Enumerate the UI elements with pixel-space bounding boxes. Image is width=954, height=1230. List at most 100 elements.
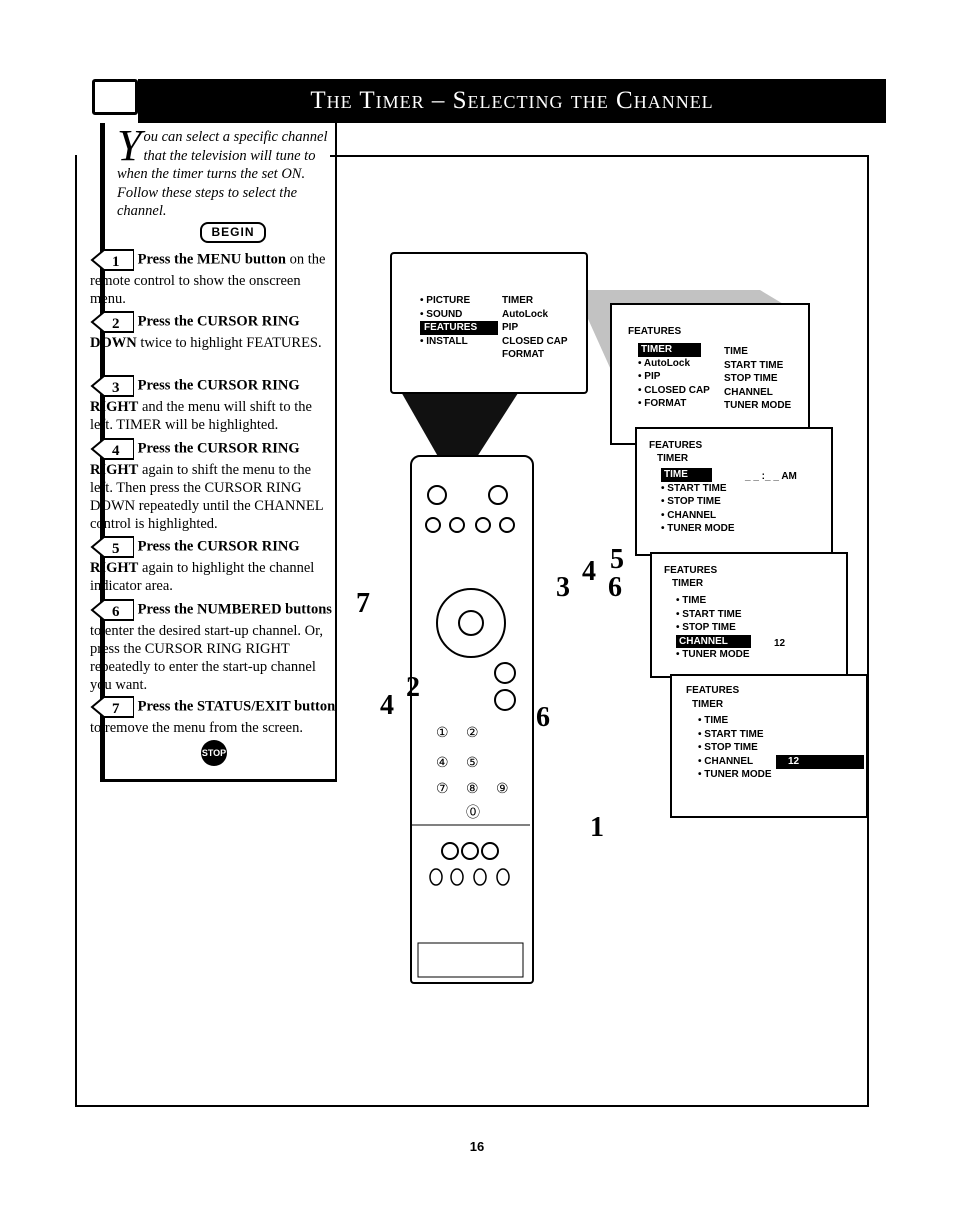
callout-4b: 4 xyxy=(582,556,596,587)
svg-text:7: 7 xyxy=(112,701,120,717)
menu5-item: • STOP TIME xyxy=(698,742,758,753)
step-4: 4 Press the CURSOR RING RIGHT again to s… xyxy=(90,437,336,533)
svg-text:⑧: ⑧ xyxy=(466,780,479,796)
step-1: 1 Press the MENU button on the remote co… xyxy=(90,248,336,308)
menu2-left-list: TIMER • AutoLock • PIP • CLOSED CAP • FO… xyxy=(638,343,710,411)
menu4-list: • TIME • START TIME • STOP TIME CHANNEL … xyxy=(676,594,751,662)
menu1-sub-item: PIP xyxy=(502,322,519,333)
page-number: 16 xyxy=(469,1139,485,1154)
svg-text:②: ② xyxy=(466,724,479,740)
step-2-arrow-icon: 2 xyxy=(90,310,134,334)
header-box-icon xyxy=(92,79,138,115)
menu3-time-value: _ _ :_ _ AM xyxy=(745,471,797,482)
menu5-item: • START TIME xyxy=(698,728,764,740)
step-3: 3 Press the CURSOR RING RIGHT and the me… xyxy=(90,374,336,434)
menu1-right-list: TIMER AutoLock PIP CLOSED CAP FORMAT xyxy=(502,294,568,362)
menu2-sub-item: TIME xyxy=(724,346,748,357)
menu1-item: • PICTURE xyxy=(420,295,471,306)
menu2-item-highlighted: TIMER xyxy=(638,343,701,357)
menu4-item: • TIME xyxy=(676,595,707,606)
callout-2: 2 xyxy=(406,672,420,703)
menu-screen-4: FEATURES TIMER • TIME • START TIME • STO… xyxy=(650,552,848,678)
menu-screen-3: FEATURES TIMER TIME • START TIME • STOP … xyxy=(635,427,833,556)
begin-badge: BEGIN xyxy=(200,222,266,243)
callout-3: 3 xyxy=(556,572,570,603)
remote-buttons: ① ② ④ ⑤ ⑦ ⑧ ⑨ ⓪ xyxy=(410,485,530,978)
menu-screen-5: FEATURES TIMER • TIME • START TIME • STO… xyxy=(670,674,868,818)
svg-text:5: 5 xyxy=(112,541,120,557)
menu-screen-2: FEATURES TIMER • AutoLock • PIP • CLOSED… xyxy=(610,303,810,445)
menu5-item: • CHANNEL xyxy=(698,755,754,767)
menu4-subtitle: TIMER xyxy=(672,578,704,589)
step-5-arrow-icon: 5 xyxy=(90,535,134,559)
menu2-sub-item: CHANNEL xyxy=(724,386,773,398)
callout-6: 6 xyxy=(608,572,622,603)
svg-text:⑤: ⑤ xyxy=(466,754,479,770)
menu-screen-1: • PICTURE • SOUND FEATURES • INSTALL TIM… xyxy=(390,252,588,394)
menu5-title: FEATURES xyxy=(686,685,740,696)
menu2-item: • CLOSED CAP xyxy=(638,384,710,396)
menu3-item: • TUNER MODE xyxy=(661,523,735,534)
step-2-text: twice to highlight FEATURES. xyxy=(136,335,322,351)
step-3-arrow-icon: 3 xyxy=(90,374,134,398)
menu2-right-list: TIME START TIME STOP TIME CHANNEL TUNER … xyxy=(724,345,791,413)
menu5-channel-value-highlighted: 12 xyxy=(776,755,864,769)
menu2-item: • AutoLock xyxy=(638,357,691,369)
page-title: The Timer – Selecting the Channel xyxy=(138,79,886,123)
menu1-left-list: • PICTURE • SOUND FEATURES • INSTALL xyxy=(420,294,498,348)
menu2-item: • FORMAT xyxy=(638,398,687,409)
menu5-item: • TIME xyxy=(698,715,729,726)
menu2-sub-item: TUNER MODE xyxy=(724,400,792,411)
svg-text:⓪: ⓪ xyxy=(466,804,480,820)
callout-7: 7 xyxy=(356,588,370,619)
step-6-text: to enter the desired start-up channel. O… xyxy=(90,623,323,693)
remote-control xyxy=(410,455,534,984)
svg-text:①: ① xyxy=(436,724,449,740)
step-7-text: to remove the menu from the screen. xyxy=(90,720,303,736)
svg-text:④: ④ xyxy=(436,754,449,770)
svg-text:1: 1 xyxy=(112,254,120,270)
step-2-bold: Press the CURSOR RING DOWN xyxy=(90,313,300,351)
step-5-text: again to highlight the channel indicator… xyxy=(90,560,315,594)
menu1-item: • SOUND xyxy=(420,308,463,320)
step-1-text: on the remote control to show the onscre… xyxy=(90,251,326,307)
stop-sign-icon: STOP xyxy=(201,740,227,766)
menu1-item: • INSTALL xyxy=(420,335,468,347)
menu3-title: FEATURES xyxy=(649,440,703,451)
menu1-item-highlighted: FEATURES xyxy=(420,321,498,335)
menu5-subtitle: TIMER xyxy=(692,699,724,710)
svg-text:⑦: ⑦ xyxy=(436,780,449,796)
step-7: 7 Press the STATUS/EXIT button to remove… xyxy=(90,695,336,737)
step-4-text: again to shift the menu to the left. The… xyxy=(90,462,324,532)
svg-text:⑨: ⑨ xyxy=(496,780,509,796)
svg-text:3: 3 xyxy=(112,380,120,396)
menu4-title: FEATURES xyxy=(664,565,718,576)
frame-top-line xyxy=(330,155,867,157)
menu1-sub-item: FORMAT xyxy=(502,349,545,360)
menu5-list: • TIME • START TIME • STOP TIME • CHANNE… xyxy=(698,714,772,782)
menu3-item: • CHANNEL xyxy=(661,509,717,521)
step-3-bold: Press the CURSOR RING RIGHT xyxy=(90,377,300,415)
menu4-channel-value: 12 xyxy=(774,638,786,649)
menu3-item: • START TIME xyxy=(661,482,727,494)
menu5-item: • TUNER MODE xyxy=(698,769,772,780)
step-6-arrow-icon: 6 xyxy=(90,598,134,622)
callout-5: 5 xyxy=(610,544,624,575)
callout-6b: 6 xyxy=(536,702,550,733)
step-1-arrow-icon: 1 xyxy=(90,248,134,272)
step-5: 5 Press the CURSOR RING RIGHT again to h… xyxy=(90,535,336,595)
menu4-item: • STOP TIME xyxy=(676,622,736,633)
step-4-arrow-icon: 4 xyxy=(90,437,134,461)
drop-cap: Y xyxy=(117,121,142,170)
step-6-bold: Press the NUMBERED buttons xyxy=(137,601,332,618)
intro-body: ou can select a specific channel that th… xyxy=(117,129,328,219)
menu2-title: FEATURES xyxy=(628,326,682,337)
step-3-text: and the menu will shift to the left. TIM… xyxy=(90,399,312,433)
menu4-item: • START TIME xyxy=(676,608,742,620)
menu4-item-highlighted: CHANNEL xyxy=(676,634,751,648)
step-5-bold: Press the CURSOR RING RIGHT xyxy=(90,538,300,576)
menu2-sub-item: START TIME xyxy=(724,359,784,371)
menu4-item: • TUNER MODE xyxy=(676,649,750,660)
svg-text:4: 4 xyxy=(112,443,120,459)
